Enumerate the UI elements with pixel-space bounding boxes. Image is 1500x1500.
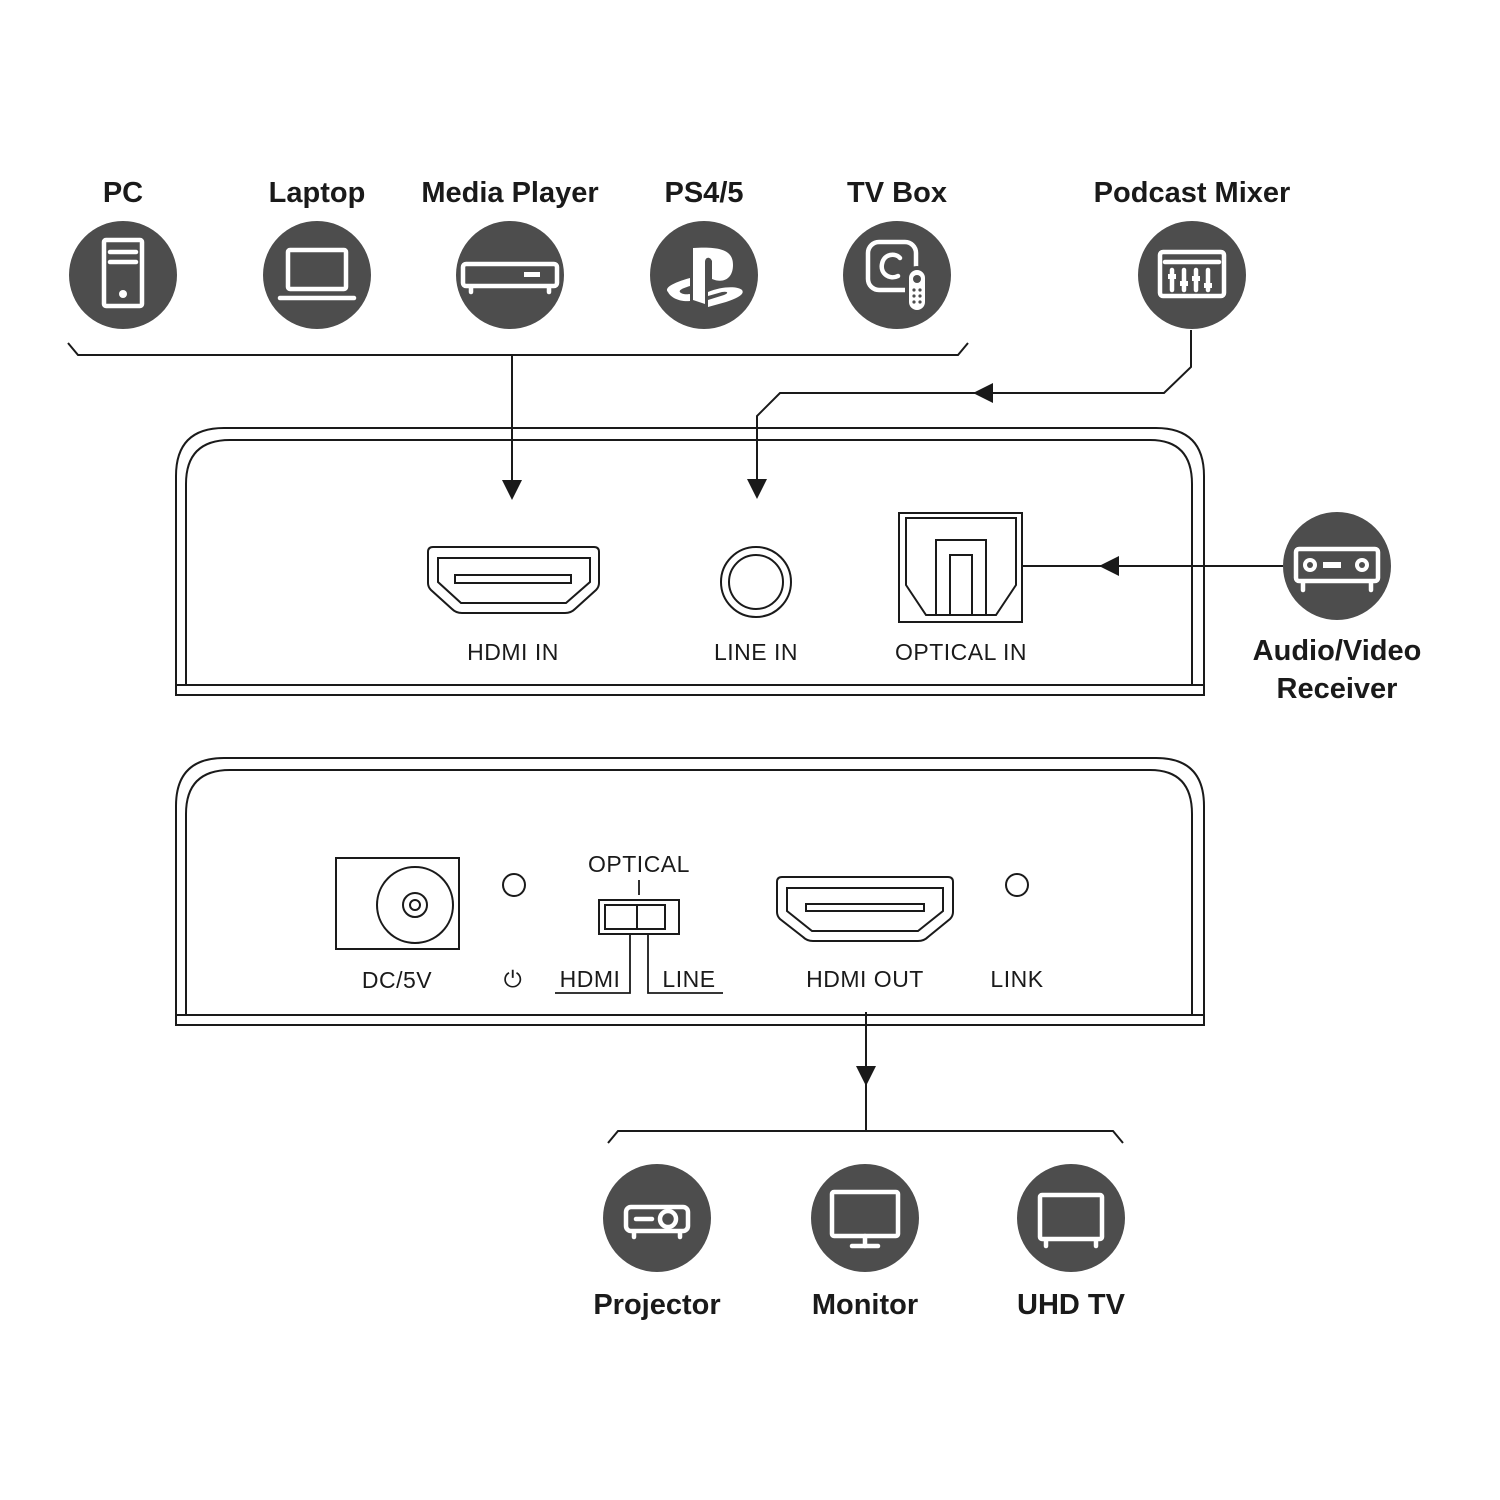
pc-tower-icon [69,221,177,329]
media-player-icon [456,221,564,329]
mixer-connector [973,330,1192,403]
optical-in-port [898,512,1023,623]
outputs-bracket [607,1130,1124,1144]
source-label-ps: PS4/5 [665,177,744,209]
playstation-icon [650,221,758,329]
hdmi-out-port [776,876,954,942]
tv-box-remote-icon [843,221,951,329]
dc-power-jack [335,857,460,950]
tv-icon [1017,1164,1125,1272]
av-receiver-icon [1283,512,1391,620]
output-label-projector: Projector [593,1289,720,1321]
output-label-uhd-tv: UHD TV [1017,1289,1126,1321]
mixer-sliders-icon [1138,221,1246,329]
switch-label-line: LINE [662,966,715,992]
line-in-connector [747,392,985,499]
optical-in-label: OPTICAL IN [895,639,1027,665]
output-panel [175,757,1205,1026]
receiver-label-line1: Audio/Video [1253,635,1422,667]
line-in-label: LINE IN [714,639,798,665]
projector-icon [603,1164,711,1272]
hdmi-out-label: HDMI OUT [806,966,924,992]
switch-label-hdmi: HDMI [560,966,621,992]
source-label-laptop: Laptop [269,177,366,209]
hdmi-in-label: HDMI IN [467,639,559,665]
link-label: LINK [990,966,1043,992]
switch-hdmi-leader [555,934,631,994]
sources-bracket [67,342,969,356]
output-label-monitor: Monitor [812,1289,918,1321]
link-led [1005,873,1029,897]
power-symbol: ⏻ [504,966,523,992]
dc-label: DC/5V [362,967,432,993]
source-label-pc: PC [103,177,143,209]
laptop-icon [263,221,371,329]
hdmi-in-port [427,546,600,614]
source-label-media-player: Media Player [421,177,598,209]
switch-line-leader [647,934,723,994]
power-led [502,873,526,897]
switch-label-optical: OPTICAL [588,851,690,877]
source-label-podcast-mixer: Podcast Mixer [1094,177,1291,209]
monitor-icon [811,1164,919,1272]
line-in-jack [720,546,792,618]
source-selector-switch[interactable] [598,899,680,935]
input-panel [175,427,1205,696]
source-label-tv-box: TV Box [847,177,947,209]
receiver-label-line2: Receiver [1277,673,1398,705]
